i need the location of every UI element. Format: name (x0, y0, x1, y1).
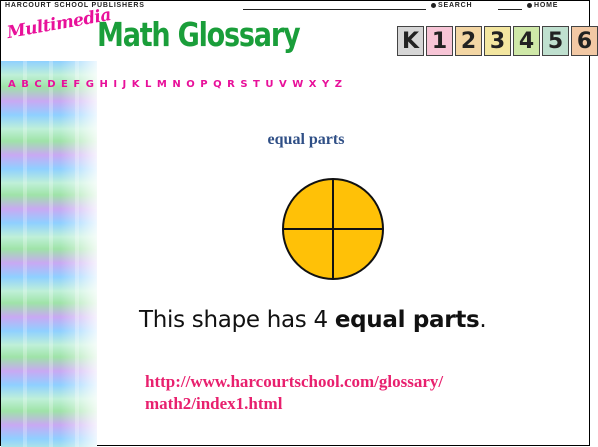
top-bar: HARCOURT SCHOOL PUBLISHERS SEARCH HOME (1, 1, 589, 17)
alphabet-letter-d[interactable]: D (47, 79, 56, 90)
grade-button-4[interactable]: 4 (513, 26, 540, 56)
equal-parts-illustration (281, 177, 385, 281)
glossary-title: Math Glossary (97, 15, 301, 54)
search-link-label: SEARCH (438, 2, 473, 9)
sentence-suffix: . (479, 307, 487, 333)
search-link[interactable]: SEARCH (431, 2, 472, 9)
alphabet-letter-k[interactable]: K (131, 79, 140, 90)
alphabet-letter-q[interactable]: Q (213, 79, 222, 90)
alphabet-letter-b[interactable]: B (21, 79, 29, 90)
alphabet-letter-h[interactable]: H (99, 79, 108, 90)
publisher-label: HARCOURT SCHOOL PUBLISHERS (5, 2, 145, 9)
alphabet-letter-u[interactable]: U (265, 79, 274, 90)
bullet-icon (431, 2, 436, 8)
alphabet-letter-m[interactable]: M (156, 79, 167, 90)
alphabet-letter-n[interactable]: N (172, 79, 181, 90)
divider-line (498, 9, 522, 10)
bullet-icon (527, 2, 532, 8)
decorative-tiles (1, 61, 81, 447)
alphabet-letter-t[interactable]: T (253, 79, 260, 90)
home-link-label: HOME (534, 2, 559, 9)
sentence-term: equal parts (334, 307, 480, 333)
decorative-color-strip (1, 61, 97, 447)
grade-button-1[interactable]: 1 (426, 26, 453, 56)
alphabet-letter-p[interactable]: P (200, 79, 208, 90)
alphabet-letter-o[interactable]: O (186, 79, 195, 90)
alphabet-letter-i[interactable]: I (113, 79, 118, 90)
source-url[interactable]: http://www.harcourtschool.com/glossary/ … (145, 371, 575, 415)
alphabet-letter-c[interactable]: C (34, 79, 42, 90)
alphabet-letter-y[interactable]: Y (321, 79, 330, 90)
alphabet-letter-r[interactable]: R (227, 79, 235, 90)
alphabet-letter-v[interactable]: V (278, 79, 287, 90)
alphabet-letter-w[interactable]: W (292, 79, 304, 90)
divider-line (243, 9, 426, 10)
alphabet-letter-a[interactable]: A (8, 79, 16, 90)
url-line-1: http://www.harcourtschool.com/glossary/ (145, 372, 444, 391)
url-line-2: math2/index1.html (145, 394, 283, 413)
alphabet-letter-z[interactable]: Z (334, 79, 342, 90)
home-link[interactable]: HOME (527, 2, 558, 9)
circle-quarters-icon (282, 178, 384, 280)
glossary-term: equal parts (267, 131, 345, 148)
sentence-prefix: This shape has 4 (139, 307, 335, 333)
grade-button-5[interactable]: 5 (542, 26, 569, 56)
grade-button-2[interactable]: 2 (455, 26, 482, 56)
alphabet-letter-s[interactable]: S (240, 79, 248, 90)
grade-button-k[interactable]: K (397, 26, 424, 56)
alphabet-letter-g[interactable]: G (85, 79, 94, 90)
grade-button-6[interactable]: 6 (571, 26, 598, 56)
alphabet-letter-f[interactable]: F (73, 79, 81, 90)
alphabet-letter-x[interactable]: X (308, 79, 317, 90)
alphabet-letter-e[interactable]: E (61, 79, 68, 90)
grade-button-3[interactable]: 3 (484, 26, 511, 56)
alphabet-letter-l[interactable]: L (145, 79, 152, 90)
alphabet-letter-j[interactable]: J (122, 79, 127, 90)
example-sentence: This shape has 4 equal parts. (139, 307, 559, 333)
